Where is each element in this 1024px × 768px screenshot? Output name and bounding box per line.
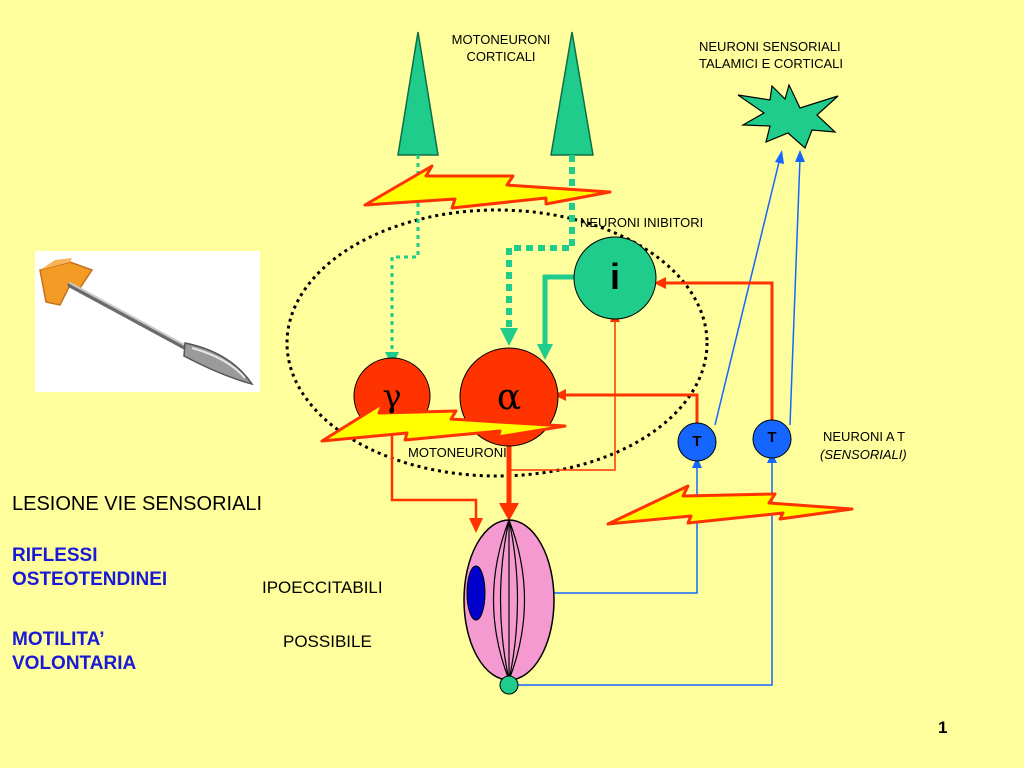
gamma-efferent	[390, 430, 478, 525]
label-t-neurons-title: NEURONI A T	[823, 429, 906, 444]
label-motoneurons: MOTONEURONI	[408, 445, 507, 460]
arrow-to-alpha	[500, 328, 518, 346]
lightning-bolt-middle	[320, 401, 567, 443]
corticospinal-path-alpha	[506, 155, 575, 330]
reflexes-label: RIFLESSI OSTEOTENDINEI	[12, 545, 168, 590]
page-number: 1	[938, 718, 948, 737]
t-to-inhibitory	[658, 281, 774, 425]
motility-label: MOTILITA’ VOLONTARIA	[12, 629, 137, 674]
ascending-path-2	[789, 157, 801, 426]
muscle	[463, 519, 555, 681]
inhibitory-neuron	[573, 236, 657, 320]
label-inhibitory-neurons: NEURONI INIBITORI	[580, 215, 704, 230]
t-neuron-1	[677, 422, 717, 462]
arrow-t-alpha	[554, 389, 566, 401]
alpha-symbol: α	[496, 377, 522, 418]
lightning-bolt-bottom	[606, 484, 854, 526]
arrow-inhibitory	[537, 344, 553, 360]
arrow-afferent-1	[692, 457, 702, 468]
motility-status: POSSIBILE	[283, 632, 372, 651]
spinal-cord-outline	[285, 208, 709, 478]
label-t-neurons-subtitle: (SENSORIALI)	[820, 447, 907, 462]
corticospinal-path-gamma	[390, 155, 420, 360]
reflex-hammer-image	[35, 251, 260, 392]
reflexes-status: IPOECCITABILI	[262, 578, 383, 597]
arrow-ascending-2	[795, 150, 805, 162]
t-neuron-2	[752, 419, 792, 459]
t-neuron-1-label: T	[692, 433, 702, 450]
label-sensory-neurons: NEURONI SENSORIALI TALAMICI E CORTICALI	[699, 39, 843, 71]
golgi-tendon-organ	[499, 675, 519, 695]
ascending-path-1	[714, 157, 781, 426]
feedback-to-inhibitory	[509, 320, 616, 471]
lightning-bolt-top	[363, 164, 612, 210]
sensory-cortical-neuron-star	[737, 83, 839, 150]
gamma-symbol: γ	[382, 377, 402, 415]
t-neuron-2-label: T	[767, 429, 777, 446]
arrow-ascending-1	[775, 150, 784, 164]
tendon-afferent	[509, 455, 773, 686]
t-to-alpha	[557, 393, 699, 432]
inhibitory-path	[542, 274, 576, 345]
lesion-title: LESIONE VIE SENSORIALI	[12, 493, 263, 515]
arrow-t-inhibitory	[654, 277, 666, 289]
arrow-alpha-efferent	[499, 503, 519, 521]
arrow-gamma-efferent	[469, 518, 483, 533]
inhibitory-neuron-symbol: i	[609, 256, 620, 297]
label-cortical-motoneurons: MOTONEURONI CORTICALI	[451, 32, 551, 64]
muscle-spindle	[466, 565, 486, 621]
